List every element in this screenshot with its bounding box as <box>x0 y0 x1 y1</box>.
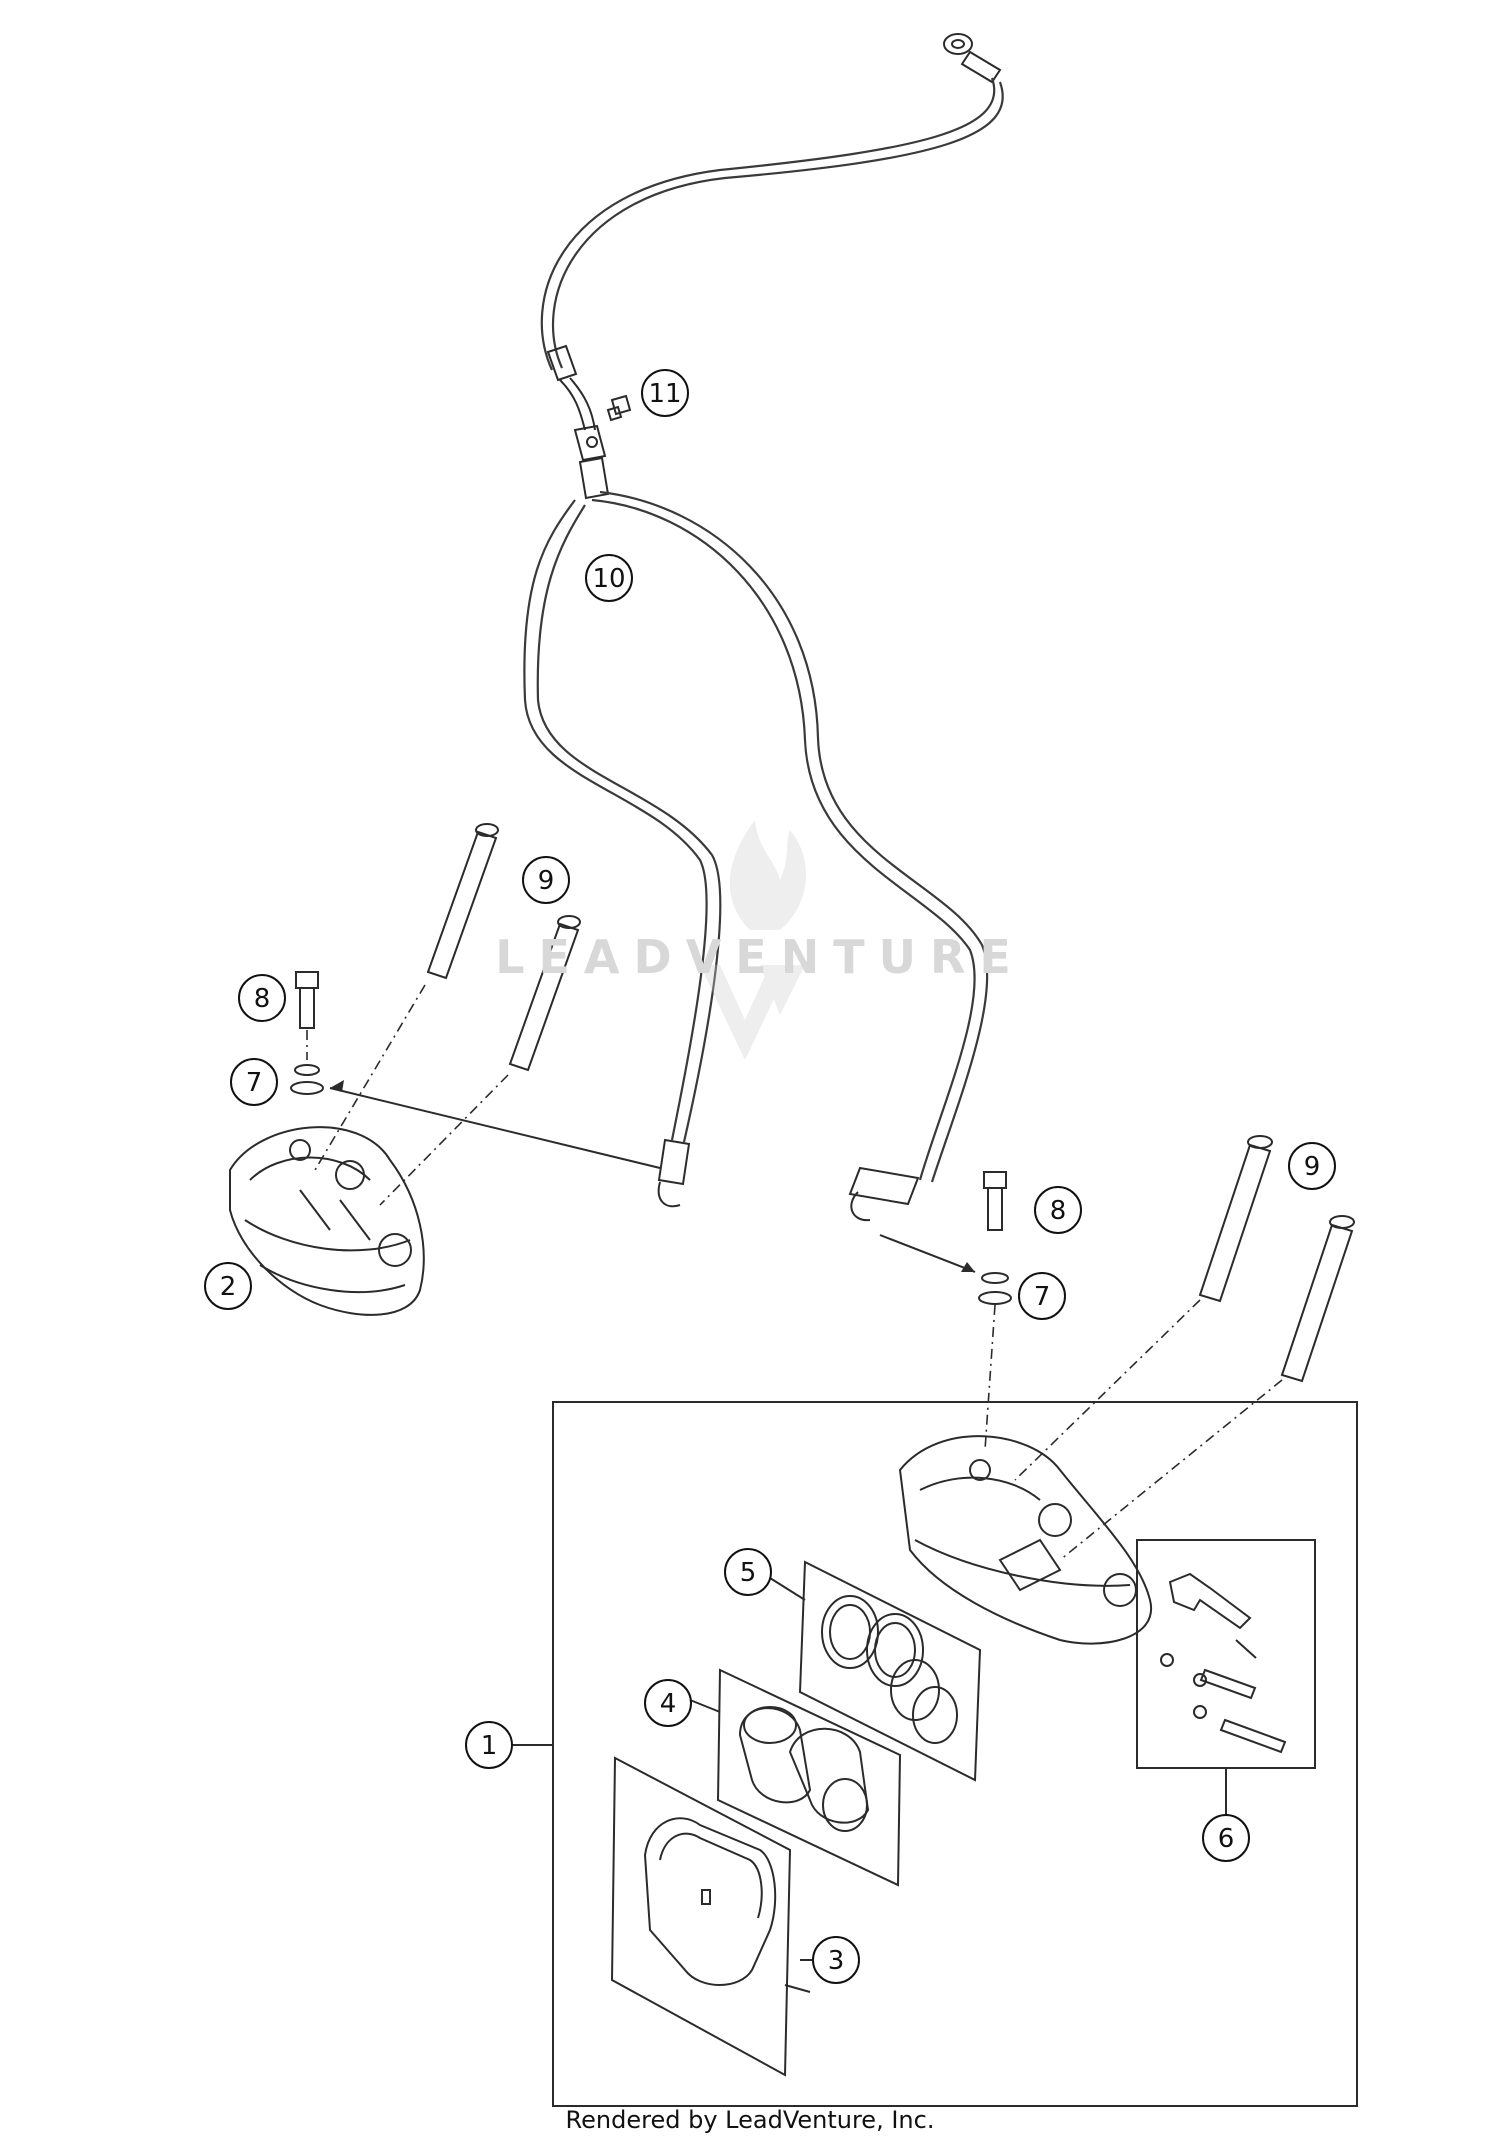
svg-text:8: 8 <box>254 984 271 1014</box>
callout-10: 10 <box>585 554 633 602</box>
left-o-ring-part-7 <box>290 1064 661 1169</box>
callout-7-left: 7 <box>230 1058 278 1106</box>
svg-text:2: 2 <box>220 1272 237 1302</box>
svg-text:4: 4 <box>660 1689 677 1719</box>
kit-box-part-1 <box>552 1401 1358 2107</box>
leadventure-logo-watermark <box>700 820 807 1060</box>
callout-4: 4 <box>644 1679 692 1727</box>
bleeder-valve-part-11 <box>606 394 632 422</box>
right-o-ring-part-7 <box>879 1234 1012 1451</box>
svg-text:6: 6 <box>1218 1824 1235 1854</box>
callout-2: 2 <box>204 1262 252 1310</box>
footer-credit: Rendered by LeadVenture, Inc. <box>565 2106 935 2134</box>
svg-text:9: 9 <box>1304 1152 1321 1182</box>
hardware-kit-part-6 <box>1136 1539 1316 1815</box>
callout-11: 11 <box>641 369 689 417</box>
watermark: LEADVENTURE <box>480 930 1040 984</box>
svg-text:1: 1 <box>481 1731 498 1761</box>
brake-hose <box>523 33 1004 1222</box>
left-caliper-part-2 <box>229 1126 425 1316</box>
callout-9-right: 9 <box>1288 1142 1336 1190</box>
left-caliper-bolts <box>314 823 581 1206</box>
callout-9-left: 9 <box>522 856 570 904</box>
svg-text:3: 3 <box>828 1946 845 1976</box>
brake-pads-part-3 <box>610 1756 811 2077</box>
pistons-part-4 <box>689 1668 902 1887</box>
svg-text:7: 7 <box>246 1068 263 1098</box>
callout-7-right: 7 <box>1018 1272 1066 1320</box>
callout-8-left: 8 <box>238 974 286 1022</box>
callout-3: 3 <box>812 1936 860 1984</box>
svg-text:9: 9 <box>538 866 555 896</box>
left-bleeder-part-8 <box>295 971 319 1060</box>
seals-part-5 <box>769 1560 982 1782</box>
watermark-text: LEADVENTURE <box>495 930 1025 984</box>
callout-8-right: 8 <box>1034 1186 1082 1234</box>
svg-text:7: 7 <box>1034 1282 1051 1312</box>
svg-text:5: 5 <box>740 1558 757 1588</box>
callout-1: 1 <box>465 1721 513 1769</box>
right-bleeder-part-8 <box>983 1171 1007 1231</box>
leader-lines <box>512 1744 813 1961</box>
diagram-panel <box>200 22 1360 2112</box>
callout-5: 5 <box>724 1548 772 1596</box>
right-caliper-bolts <box>1014 1135 1355 1561</box>
callouts: 11 10 9 8 7 2 9 8 <box>204 369 1336 1984</box>
svg-text:8: 8 <box>1050 1196 1067 1226</box>
svg-text:11: 11 <box>648 379 681 409</box>
callout-6: 6 <box>1202 1814 1250 1862</box>
svg-text:10: 10 <box>592 564 625 594</box>
